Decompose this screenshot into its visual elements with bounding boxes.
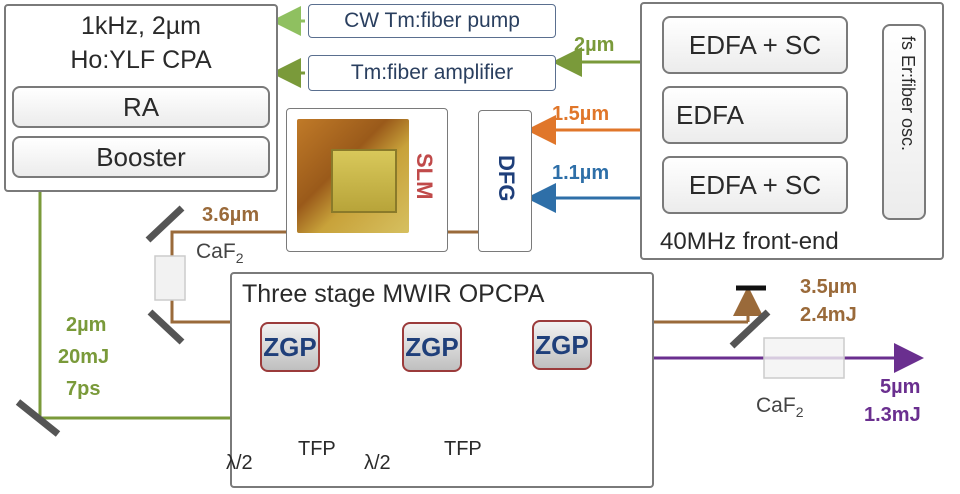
zgp-crystal-1: ZGP [260, 322, 320, 372]
er-fiber-osc-label: fs Er:fiber osc. [898, 36, 918, 152]
zgp-crystal-3: ZGP [532, 320, 592, 370]
slm-chip [331, 149, 397, 213]
slm-photo [297, 119, 409, 233]
label-out-energy: 1.3mJ [864, 404, 921, 426]
label-caf2-top: CaF2 [196, 240, 244, 267]
edfa-mid: EDFA [662, 86, 848, 144]
label-halfwave-2: λ/2 [364, 452, 391, 474]
front-end-box: EDFA + SC EDFA EDFA + SC fs Er:fiber osc… [640, 2, 944, 260]
er-fiber-osc: fs Er:fiber osc. [882, 24, 926, 220]
ho-ylf-title-line2: Ho:YLF CPA [70, 46, 212, 74]
ho-ylf-cpa-box: 1kHz, 2µm Ho:YLF CPA RA Booster [4, 4, 278, 192]
mirror-top-left [147, 309, 185, 345]
label-1-1um: 1.1µm [552, 162, 610, 184]
label-1-5um: 1.5µm [552, 103, 610, 125]
edfa-sc-bottom: EDFA + SC [662, 156, 848, 214]
mirror-bottom-left [15, 399, 61, 437]
label-pump-7ps: 7ps [66, 378, 101, 400]
slm-label: SLM [412, 153, 437, 200]
slm-box: SLM [286, 108, 448, 252]
edfa-sc-top: EDFA + SC [662, 16, 848, 74]
label-halfwave-1: λ/2 [226, 452, 253, 474]
label-2um-seed: 2µm [574, 34, 615, 56]
ho-ylf-title-line1: 1kHz, 2µm [81, 12, 201, 40]
label-pump-20mj: 20mJ [58, 346, 110, 368]
label-caf2-out: CaF2 [756, 394, 804, 421]
label-tfp-2: TFP [444, 438, 482, 460]
label-idler-wl: 3.5µm [800, 276, 858, 298]
label-idler-energy: 2.4mJ [800, 304, 857, 326]
caf2-block-out [763, 337, 845, 379]
zgp-crystal-2: ZGP [402, 322, 462, 372]
dfg-label: DFG [494, 155, 519, 202]
opcpa-title: Three stage MWIR OPCPA [242, 280, 545, 308]
caf2-block-top [154, 255, 186, 301]
label-3-6um: 3.6µm [202, 204, 260, 226]
cw-tm-pump-box: CW Tm:fiber pump [308, 4, 556, 38]
booster-stage: Booster [12, 136, 270, 178]
tm-fiber-amplifier-box: Tm:fiber amplifier [308, 55, 556, 91]
mirror-top [145, 205, 185, 243]
mirror-output [729, 309, 771, 349]
label-pump-2um: 2µm [66, 314, 107, 336]
opcpa-box: Three stage MWIR OPCPA [230, 272, 654, 488]
label-out-wl: 5µm [880, 376, 921, 398]
ra-stage: RA [12, 86, 270, 128]
front-end-label: 40MHz front-end [660, 228, 839, 255]
dfg-box: DFG [478, 110, 532, 252]
label-tfp-1: TFP [298, 438, 336, 460]
